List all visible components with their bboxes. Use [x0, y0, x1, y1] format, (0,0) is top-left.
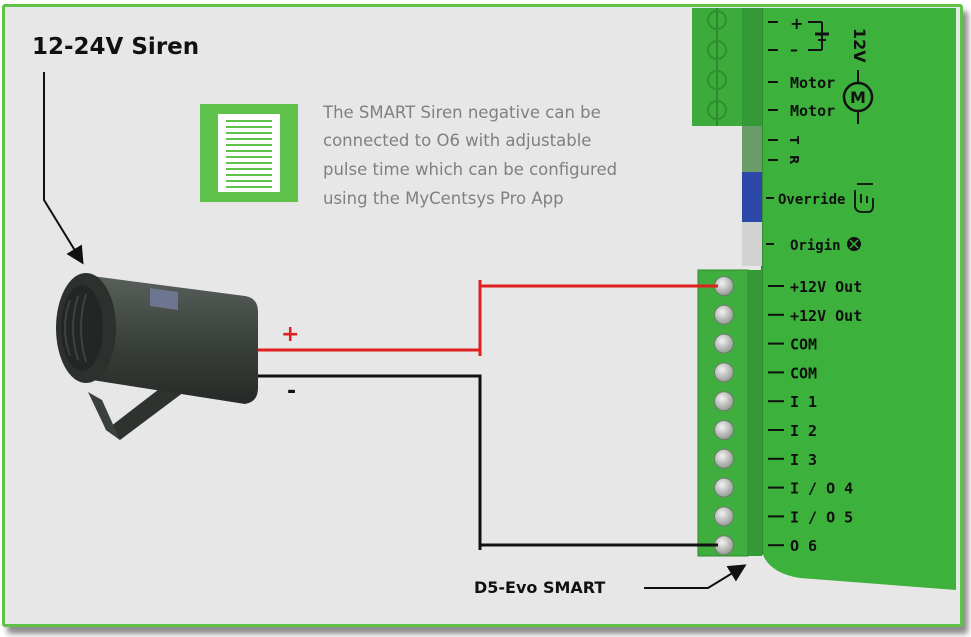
terminal-screw [714, 448, 734, 469]
override-label: Override [778, 192, 845, 208]
terminal-label: I 1 [790, 393, 817, 411]
top-connector-block [692, 8, 762, 126]
terminal-label: +12V Out [790, 307, 862, 325]
motor-2-label: Motor [790, 102, 835, 120]
svg-text:M: M [850, 88, 866, 107]
motor-1-label: Motor [790, 74, 835, 92]
terminal-screw [714, 420, 734, 440]
controller-arrow-icon [644, 564, 747, 589]
siren-arrow-icon [43, 72, 84, 265]
origin-strip [742, 222, 762, 266]
terminal-label: COM [790, 364, 817, 382]
tx-label: T [787, 136, 801, 145]
origin-label: Origin [790, 238, 841, 254]
motor-icon: M [842, 70, 874, 124]
note-line: pulse time which can be configured [323, 160, 617, 179]
positive-wire [256, 284, 718, 352]
override-strip [742, 172, 762, 222]
voltage-label: 12V [850, 28, 869, 63]
note-line: The SMART Siren negative can be [322, 103, 601, 122]
negative-sign: - [287, 379, 296, 404]
document-icon [200, 104, 298, 202]
terminal-screw [714, 391, 734, 412]
terminal-screw [714, 304, 734, 325]
note-line: using the MyCentsys Pro App [323, 189, 564, 208]
siren-image [56, 273, 258, 440]
battery-icon [808, 21, 829, 51]
terminal-label: O 6 [790, 537, 817, 555]
origin-icon [847, 237, 861, 251]
controller-label: D5-Evo SMART [474, 578, 605, 597]
negative-wire [240, 374, 718, 547]
terminal-label: I / O 4 [790, 480, 853, 498]
terminal-label: I 3 [790, 451, 817, 469]
note-text: The SMART Siren negative can be connecte… [322, 103, 617, 208]
terminal-label: I 2 [790, 422, 817, 440]
supply-plus-label: + [790, 14, 803, 33]
rx-label: R [787, 155, 801, 164]
terminal-screw [714, 333, 734, 354]
positive-sign: + [281, 322, 299, 347]
terminal-label: COM [790, 336, 817, 354]
siren-title: 12-24V Siren [32, 34, 199, 60]
tx-rx-strip [742, 126, 762, 172]
hand-icon [854, 183, 874, 213]
terminal-label: +12V Out [790, 278, 862, 296]
terminal-screw [714, 362, 734, 383]
terminal-screw [714, 477, 734, 498]
supply-minus-label: – [790, 40, 798, 59]
note-line: connected to O6 with adjustable [323, 131, 591, 150]
terminal-label: I / O 5 [790, 508, 853, 526]
terminal-screw [714, 506, 734, 527]
top-labels: + – 12V Motor Motor M T [766, 14, 874, 254]
